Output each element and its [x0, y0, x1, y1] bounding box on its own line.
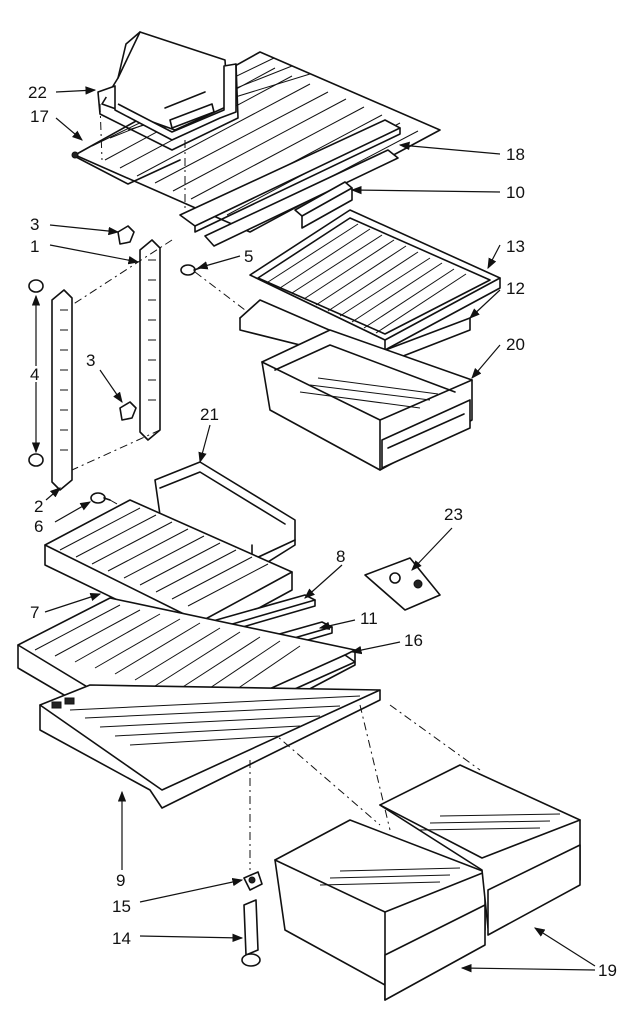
callout-18: 18 [506, 145, 525, 164]
callout-4: 4 [30, 365, 39, 384]
crisper-drawer-19-left [274, 819, 486, 1001]
callout-2: 2 [34, 497, 43, 516]
callout-17: 17 [30, 107, 49, 126]
rail-clip-3-lower [119, 401, 137, 421]
callout-19: 19 [598, 961, 617, 980]
cap-4-upper [28, 279, 44, 293]
leader-lines [31, 86, 596, 973]
light-shield-23 [364, 557, 441, 611]
crisper-drawer-19-right [379, 764, 581, 936]
callout-15: 15 [112, 897, 131, 916]
shelf-trim-18 [179, 119, 401, 247]
glass-shelf-13 [249, 209, 501, 351]
callout-3-lower: 3 [86, 351, 95, 370]
callout-3-upper: 3 [30, 215, 39, 234]
screw-6 [90, 492, 111, 504]
callout-12: 12 [506, 279, 525, 298]
crisper-cover-9 [39, 684, 381, 809]
callout-20: 20 [506, 335, 525, 354]
shelf-rail-4 [51, 289, 73, 491]
callout-22: 22 [28, 83, 47, 102]
knob-15 [243, 871, 263, 891]
door-bin-22 [97, 31, 239, 151]
callout-9: 9 [116, 871, 125, 890]
drawer-20 [261, 329, 473, 471]
callout-7: 7 [30, 603, 39, 622]
callout-14: 14 [112, 929, 131, 948]
callout-6: 6 [34, 517, 43, 536]
callout-13: 13 [506, 237, 525, 256]
callout-1: 1 [30, 237, 39, 256]
callout-5: 5 [244, 247, 253, 266]
callout-10: 10 [506, 183, 525, 202]
callout-11: 11 [360, 609, 378, 628]
shelf-rail-1 [139, 239, 161, 441]
rail-clip-3-upper [117, 225, 135, 245]
cap-4-lower [28, 453, 44, 467]
handle-14 [241, 899, 261, 967]
callout-labels: 22 17 18 10 13 12 20 3 1 5 4 3 21 2 6 23… [28, 83, 617, 980]
callout-8: 8 [336, 547, 345, 566]
callout-21: 21 [200, 405, 219, 424]
callout-23: 23 [444, 505, 463, 524]
callout-16: 16 [404, 631, 423, 650]
